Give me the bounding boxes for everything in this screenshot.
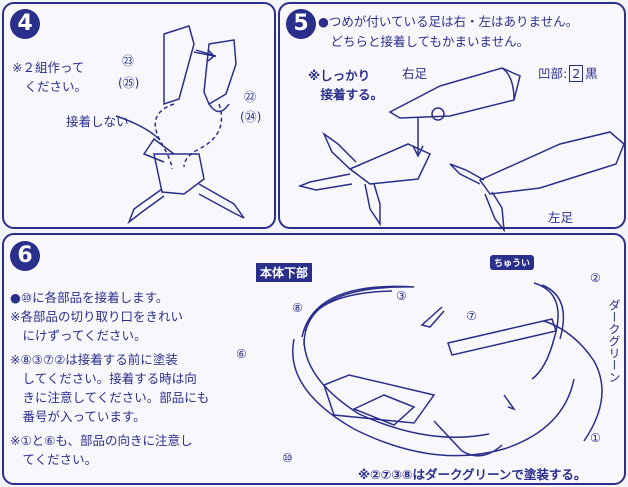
left-leg-label: 左足 xyxy=(548,210,574,225)
step-number: 5 xyxy=(286,9,316,39)
step-6-panel: 6 本体下部 ●⑩に各部品を接着します。 ※各部品の切り取り口をきれい にけずっ… xyxy=(2,233,626,485)
callout-23: ㉓ xyxy=(122,54,135,68)
step-line-1: ●つめが付いている足は右・左はありません。 xyxy=(318,14,579,29)
glue-note: ※しっかり 接着する。 xyxy=(308,68,384,102)
claw-legs-illustration xyxy=(297,67,625,233)
callout-22: ㉒ xyxy=(244,90,257,104)
callout-6: ⑥ xyxy=(236,347,247,361)
instruction-line: 番号が入っています。 xyxy=(10,409,146,424)
instruction-line: ※各部品の切り取り口をきれい xyxy=(10,309,183,324)
step-5-panel: 5 ●つめが付いている足は右・左はありません。 どちらと接着してもかまいません。… xyxy=(278,2,626,233)
callout-24: (㉔) xyxy=(240,110,262,124)
instruction-line: ※⑧③⑦②は接着する前に塗装 xyxy=(10,352,178,367)
step-note: ※２組作って ください。 xyxy=(12,60,88,94)
section-tag: 本体下部 xyxy=(256,263,313,282)
right-leg-label: 右足 xyxy=(402,66,428,81)
step-line-2: どちらと接着してもかまいません。 xyxy=(318,34,530,49)
callout-10: ⑩ xyxy=(282,451,293,465)
callout-8: ⑧ xyxy=(292,301,303,315)
callout-3: ③ xyxy=(396,289,407,303)
recess-part-number: 2 xyxy=(569,65,584,82)
instruction-line: してください。接着する時は向 xyxy=(10,371,197,386)
instruction-line: にけずってください。 xyxy=(10,328,147,343)
recess-color: 黒 xyxy=(585,66,598,81)
step-number: 6 xyxy=(10,241,40,271)
callout-2: ② xyxy=(590,271,601,285)
instruction-line: きに注意してください。部品にも xyxy=(10,390,210,405)
paint-footnote: ※②⑦③⑧はダークグリーンで塗装する。 xyxy=(358,467,587,482)
recess-text: 凹部: xyxy=(538,66,568,81)
callout-7: ⑦ xyxy=(466,309,477,323)
no-glue-label: 接着しない xyxy=(66,114,129,129)
callout-25: (㉕) xyxy=(118,76,140,90)
instruction-line: ※①と⑥も、部品の向きに注意し xyxy=(10,433,193,448)
instruction-line: てください。 xyxy=(10,452,98,467)
instruction-line: ●⑩に各部品を接着します。 xyxy=(10,290,169,305)
leg-assembly-illustration xyxy=(115,25,245,225)
dark-green-label: ダークグリーン xyxy=(607,299,621,383)
attention-tag: ちゅうい xyxy=(490,255,535,270)
lower-body-illustration xyxy=(292,282,603,457)
step-number: 4 xyxy=(10,9,40,39)
step-4-panel: 4 ※２組作って ください。 ㉓ (㉕) ㉒ (㉔) 接着しない xyxy=(2,2,276,229)
callout-1: ① xyxy=(590,431,601,445)
